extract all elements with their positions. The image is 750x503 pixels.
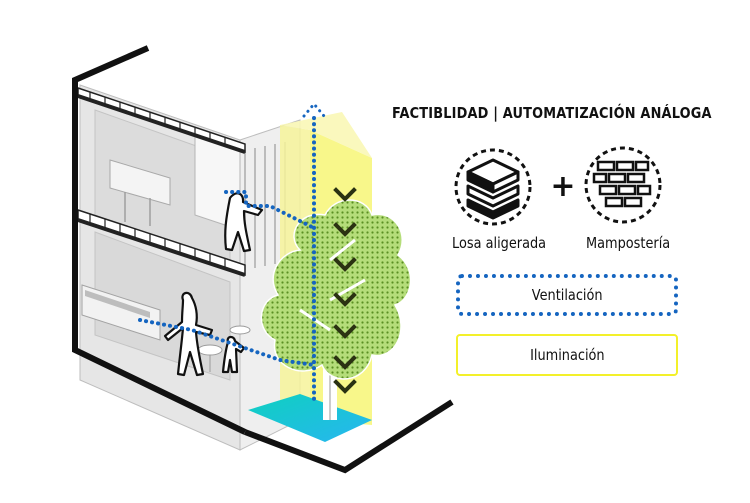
brick-wall-icon bbox=[584, 146, 662, 224]
floor-slabs bbox=[77, 86, 246, 277]
person-upper-floor bbox=[224, 192, 264, 253]
person-adult-lower bbox=[163, 291, 214, 377]
tree bbox=[260, 199, 412, 420]
illumination-legend: Iluminación bbox=[456, 334, 678, 376]
slab-label: Losa aligerada bbox=[452, 234, 547, 252]
building-walls bbox=[79, 84, 301, 451]
diagram-title: FACTIBLIDAD | AUTOMATIZACIÓN ANÁLOGA bbox=[392, 104, 712, 122]
water-pool bbox=[248, 394, 372, 442]
section-cut-outline bbox=[72, 45, 454, 474]
ventilation-legend: Ventilación bbox=[456, 274, 678, 316]
slab-icon bbox=[454, 148, 532, 226]
airflow-chevrons bbox=[333, 187, 357, 394]
ventilation-arrow-head bbox=[302, 101, 326, 118]
masonry-label: Mampostería bbox=[586, 234, 671, 252]
plus-symbol: + bbox=[550, 169, 575, 204]
illumination-label: Iluminación bbox=[529, 346, 605, 364]
ventilation-label: Ventilación bbox=[531, 286, 603, 304]
ventilation-flow-lines bbox=[138, 116, 316, 402]
